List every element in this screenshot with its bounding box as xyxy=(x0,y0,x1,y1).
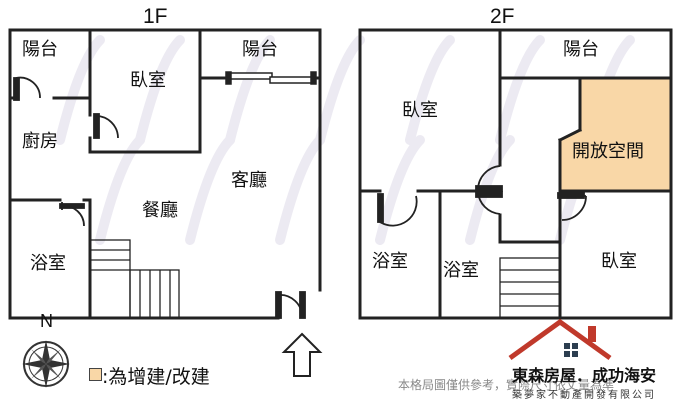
room-label-bedroom: 臥室 xyxy=(402,100,438,121)
room-label-bedroom: 臥室 xyxy=(601,251,637,272)
sliding-window xyxy=(225,71,317,85)
room-label-bath: 浴室 xyxy=(372,251,408,272)
brand-logo-icon xyxy=(508,318,612,361)
floor-title-1f: 1F xyxy=(143,5,168,28)
legend-text: :為增建/改建 xyxy=(102,366,210,388)
room-label-kitchen: 廚房 xyxy=(22,131,58,152)
stairs-2f xyxy=(499,257,561,319)
compass-rose-icon xyxy=(22,340,70,388)
room-label-living: 客廳 xyxy=(231,170,267,191)
room-label-balcony: 陽台 xyxy=(563,39,599,60)
brand-subtitle: 築夢家不動產開發有限公司 xyxy=(512,390,656,401)
room-label-balcony: 陽台 xyxy=(22,39,58,60)
entrance-arrow-icon xyxy=(281,332,323,377)
doors-2f xyxy=(377,165,587,227)
room-label-open-space: 開放空間 xyxy=(572,141,644,162)
disclaimer-text: 本格局圖僅供參考，實際尺寸依丈量為準 xyxy=(398,378,615,392)
brand-name: 東森房屋．成功海安 xyxy=(512,366,657,385)
room-label-bath: 浴室 xyxy=(30,253,66,274)
open-space-area xyxy=(560,79,671,191)
stairs-1f xyxy=(89,239,180,319)
doors-1f xyxy=(13,76,306,319)
floor-title-2f: 2F xyxy=(490,5,515,28)
room-label-balcony: 陽台 xyxy=(242,39,278,60)
room-label-bedroom: 臥室 xyxy=(130,70,166,91)
room-label-bath: 浴室 xyxy=(443,260,479,281)
room-label-dining: 餐廳 xyxy=(142,200,178,221)
legend-swatch xyxy=(89,368,102,381)
north-label: N xyxy=(40,311,53,331)
